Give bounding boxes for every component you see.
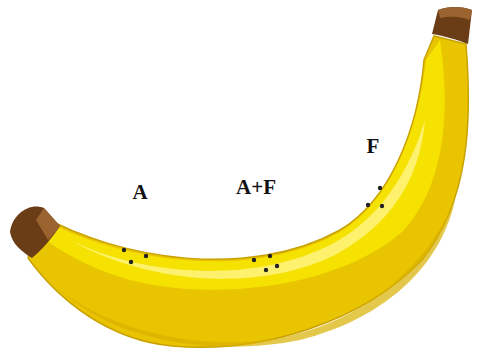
banana-highlight [70, 120, 425, 279]
banana-stem [432, 7, 472, 44]
region-label: F [367, 136, 380, 157]
region-label: A+F [236, 177, 276, 198]
banana-body [28, 36, 468, 347]
banana-tip [10, 206, 60, 258]
spot-dots [122, 186, 384, 272]
banana-tip-light [36, 208, 60, 240]
region-label: A [132, 182, 147, 203]
banana-top-face [40, 40, 445, 290]
banana-stem-light [438, 7, 472, 20]
